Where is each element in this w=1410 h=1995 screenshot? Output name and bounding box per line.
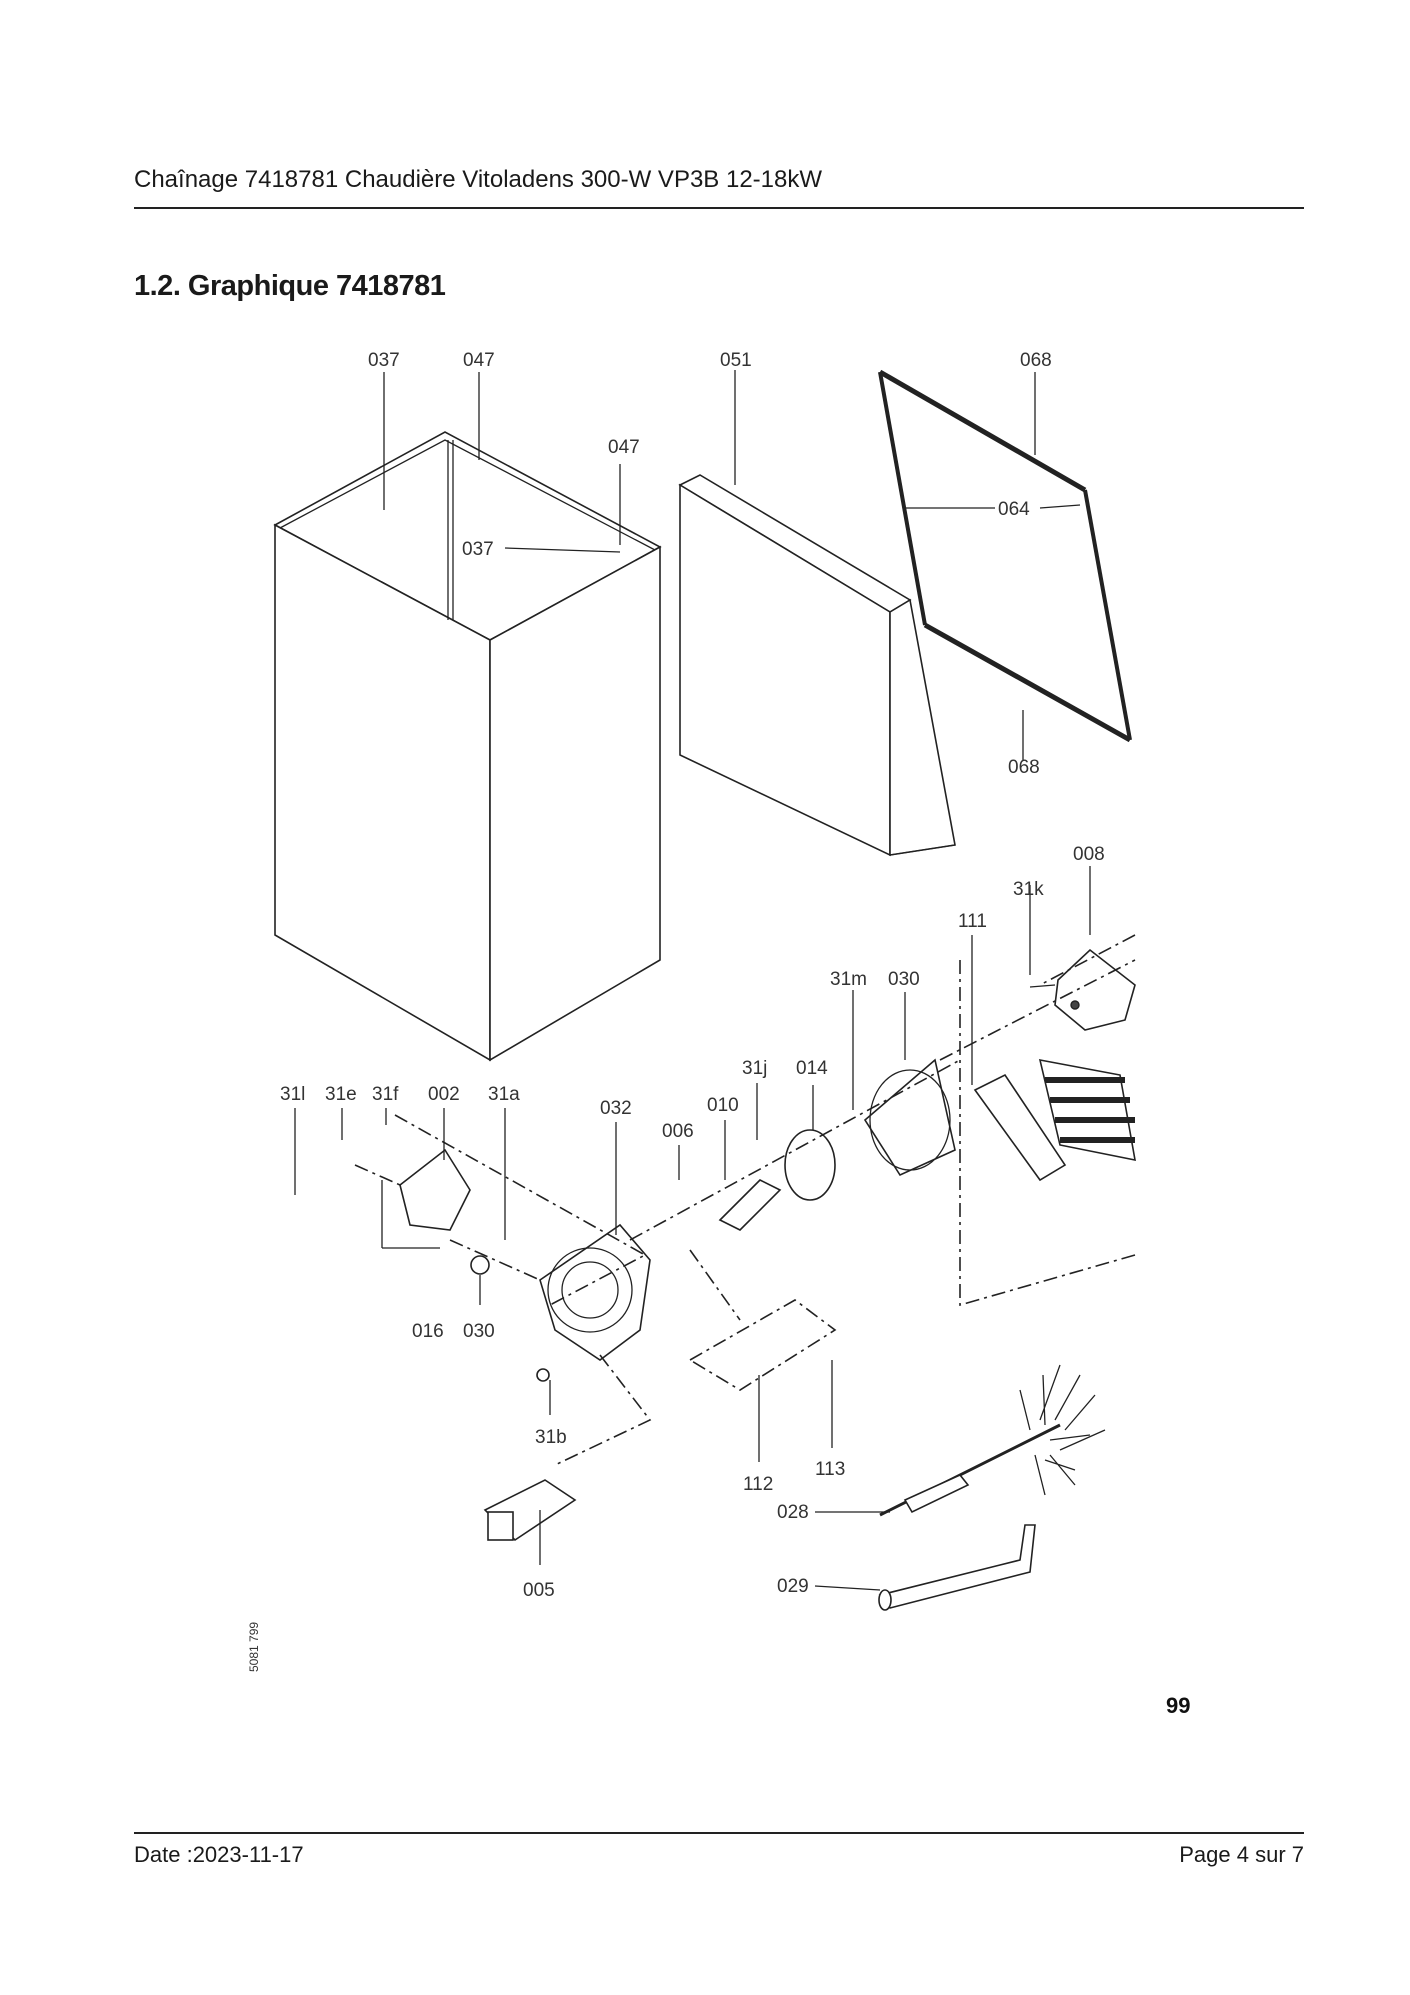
label-008: 008: [1073, 844, 1105, 865]
label-31k: 31k: [1013, 879, 1044, 900]
label-31b: 31b: [535, 1427, 567, 1448]
nozzle-holder: [483, 1479, 577, 1542]
label-31l: 31l: [280, 1084, 305, 1105]
label-112: 112: [743, 1474, 773, 1495]
label-032: 032: [600, 1098, 632, 1119]
label-047-top: 047: [463, 350, 495, 371]
rear-panel: [678, 474, 956, 857]
document-header: Chaînage 7418781 Chaudière Vitoladens 30…: [134, 166, 823, 193]
burner-assembly: [399, 1058, 956, 1382]
label-016: 016: [412, 1321, 444, 1342]
label-002: 002: [428, 1084, 460, 1105]
label-047-mid: 047: [608, 437, 640, 458]
section-title: 1.2. Graphique 7418781: [134, 270, 446, 302]
label-068-top: 068: [1020, 350, 1052, 371]
label-31m: 31m: [830, 969, 867, 990]
label-31j: 31j: [742, 1058, 767, 1079]
label-006: 006: [662, 1121, 694, 1142]
footer-divider: [134, 1832, 1304, 1834]
label-31a: 31a: [488, 1084, 520, 1105]
header-divider: [134, 207, 1304, 209]
label-068-bottom: 068: [1008, 757, 1040, 778]
label-037-top: 037: [368, 350, 400, 371]
label-037-mid: 037: [462, 539, 494, 560]
label-31e: 31e: [325, 1084, 357, 1105]
label-111: 111: [958, 911, 987, 932]
label-005: 005: [523, 1580, 555, 1601]
cleaning-tools: [878, 1364, 1106, 1611]
label-014: 014: [796, 1058, 828, 1079]
label-064: 064: [998, 499, 1030, 520]
footer-page-number: Page 4 sur 7: [1179, 1842, 1304, 1867]
seal-frame: [878, 369, 1132, 743]
drawing-code: 5081 799: [247, 1622, 261, 1672]
label-113: 113: [815, 1459, 845, 1480]
label-029: 029: [777, 1576, 809, 1597]
diagram-number: 99: [1166, 1693, 1190, 1718]
label-030-right: 030: [888, 969, 920, 990]
leader-lines: [294, 370, 1091, 1591]
label-030-left: 030: [463, 1321, 495, 1342]
footer-date: Date :2023-11-17: [134, 1842, 304, 1867]
label-028: 028: [777, 1502, 809, 1523]
label-051: 051: [720, 350, 752, 371]
front-casing: [273, 431, 662, 1062]
label-010: 010: [707, 1095, 739, 1116]
control-unit: [973, 948, 1136, 1182]
label-31f: 31f: [372, 1084, 399, 1105]
